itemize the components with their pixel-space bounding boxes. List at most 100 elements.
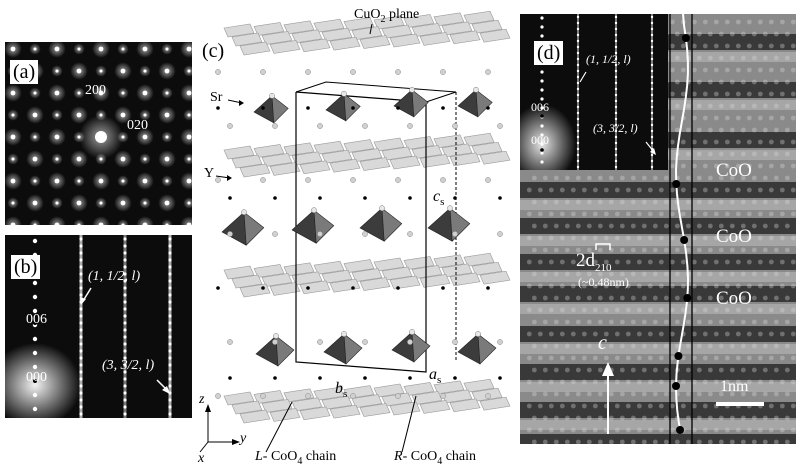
coo4-tetrahedron [393, 89, 415, 118]
atom-column [707, 319, 713, 325]
atom-column [625, 379, 631, 385]
panel-d-inset: (1, 1/2, l) 006 000 (3, 3/2, l) [520, 14, 668, 170]
diffraction-spot [164, 156, 170, 162]
atom-column [669, 355, 675, 361]
atom-column [537, 403, 543, 409]
atom-column [619, 175, 625, 181]
diffraction-spot [187, 157, 191, 161]
atom-column [614, 379, 620, 385]
atom-column [702, 355, 708, 361]
atom-column [740, 31, 746, 37]
sr-atom [317, 339, 323, 345]
atom-column [746, 379, 752, 385]
atom-column [740, 55, 746, 61]
dark-band [520, 434, 796, 444]
atom-column [586, 367, 592, 373]
cuo2-plaquette [313, 140, 345, 155]
atom-column [784, 175, 790, 181]
y-atom [351, 286, 355, 290]
atom-column [718, 127, 724, 133]
atom-column [581, 259, 587, 265]
sr-atom [317, 123, 323, 129]
atom-column [713, 91, 719, 97]
cuo2-plaquette [329, 36, 361, 51]
spot-000-marker [33, 379, 37, 383]
atom-column [570, 331, 576, 337]
atom-column [597, 247, 603, 253]
atom-column [762, 199, 768, 205]
streak-dot [79, 342, 83, 346]
streak-dot [123, 356, 127, 360]
atom-column [586, 295, 592, 301]
atom-column [564, 271, 570, 277]
atom-column [542, 223, 548, 229]
atom-column [537, 235, 543, 241]
atom-column [597, 319, 603, 325]
atom-column [570, 307, 576, 313]
atom-column [619, 439, 625, 444]
atom-column [674, 295, 680, 301]
atom-column [531, 439, 537, 444]
d-spacing-bracket [595, 243, 611, 250]
diffraction-spot [76, 156, 82, 162]
atom-column [735, 259, 741, 265]
atom-column [751, 391, 757, 397]
streak-dot [123, 349, 127, 353]
atom-column [542, 439, 548, 444]
atom-column [663, 199, 669, 205]
atom-column [718, 151, 724, 157]
y-atom [486, 106, 490, 110]
cuo2-plaquette [479, 396, 511, 411]
atom-column [773, 175, 779, 181]
streak-dot [123, 342, 127, 346]
cuo2-plaquette [373, 257, 405, 272]
atom-column [636, 187, 642, 193]
atom-column [652, 295, 658, 301]
streak-dot [123, 321, 127, 325]
panel-d-inset-pattern [520, 14, 656, 170]
atom-column [641, 343, 647, 349]
cuo2-plaquette [441, 263, 473, 278]
streak-dot [168, 265, 172, 269]
atom-column [696, 151, 702, 157]
atom-column [773, 319, 779, 325]
y-atom [261, 286, 265, 290]
diffraction-spot [142, 178, 148, 184]
cuo2-plaquette [269, 162, 301, 176]
atom-column [674, 247, 680, 253]
atom-column [542, 367, 548, 373]
sr-atom [452, 339, 458, 345]
atom-column [548, 427, 554, 433]
atom-column [614, 259, 620, 265]
streak-dot [79, 279, 83, 283]
atom-column [779, 235, 785, 241]
atom-column [751, 367, 757, 373]
atom-column [790, 91, 796, 97]
sr-atom [440, 393, 446, 399]
atom-column [713, 187, 719, 193]
cuo2-plaquette [223, 391, 255, 406]
sr-atom [305, 69, 311, 75]
sr-atom [272, 231, 278, 237]
atom-column [773, 343, 779, 349]
atom-column [735, 115, 741, 121]
atom-column [614, 403, 620, 409]
inset-streak-dot [650, 39, 654, 43]
atom-column [735, 67, 741, 73]
cuo2-plaquette [471, 19, 503, 34]
inset-streak-dot [614, 63, 618, 67]
scale-bar [716, 402, 764, 406]
atom-column [658, 187, 664, 193]
atom-column [768, 307, 774, 313]
inset-streak-dot [650, 99, 654, 103]
atom-column [685, 127, 691, 133]
diffraction-spot [54, 90, 60, 96]
atom-column [614, 283, 620, 289]
atom-column [746, 115, 752, 121]
atom-column [718, 271, 724, 277]
atom-column [652, 367, 658, 373]
streak-dot [168, 321, 172, 325]
inset-streak-dot [576, 111, 580, 115]
atom-column [641, 391, 647, 397]
atom-column [537, 307, 543, 313]
